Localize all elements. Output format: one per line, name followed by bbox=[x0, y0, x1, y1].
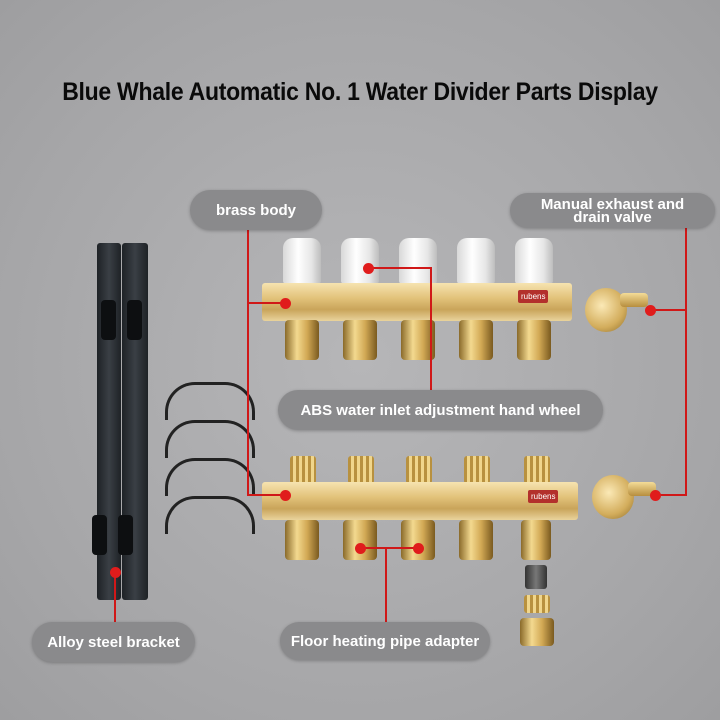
page-title: Blue Whale Automatic No. 1 Water Divider… bbox=[62, 78, 658, 106]
label-exhaust-valve-line2: drain valve bbox=[573, 208, 652, 226]
brand-logo-bottom: rubens bbox=[528, 490, 559, 503]
label-abs-wheel: ABS water inlet adjustment hand wheel bbox=[278, 390, 603, 430]
label-exhaust-valve-line1: Manual exhaust and bbox=[540, 195, 685, 213]
label-brass-body: brass body bbox=[190, 190, 322, 230]
label-bracket: Alloy steel bracket bbox=[32, 622, 195, 662]
label-adapter: Floor heating pipe adapter bbox=[280, 622, 490, 660]
brand-logo: rubens bbox=[518, 290, 549, 303]
label-exhaust-valve: Manual exhaust and drain valve bbox=[510, 193, 715, 228]
